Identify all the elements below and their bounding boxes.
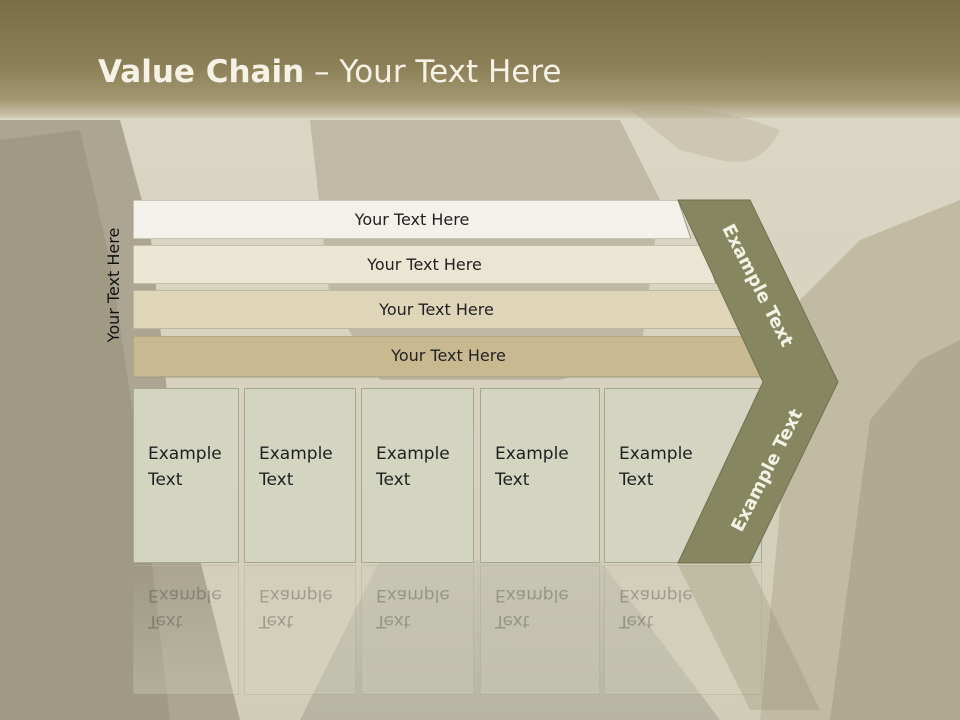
bar-label: Your Text Here [379, 300, 494, 319]
bar-shape [133, 290, 740, 329]
box-line-1: Example [259, 444, 333, 464]
support-box-2[interactable]: Example Text [244, 388, 356, 563]
support-box-3[interactable]: Example Text [361, 388, 474, 563]
box-line-2: Text [619, 470, 654, 490]
primary-activity-bar-4[interactable]: Your Text Here [133, 336, 764, 378]
chevron-reflection [678, 565, 820, 710]
side-label: Your Text Here [104, 227, 123, 343]
box-line-2: Text [495, 470, 530, 490]
primary-activity-bar-2[interactable]: Your Text Here [133, 245, 716, 284]
box-line-2: Text [148, 470, 183, 490]
box-line-2: Text [376, 470, 411, 490]
bar-shape [133, 245, 716, 284]
margin-chevron[interactable] [670, 195, 850, 575]
support-box-1[interactable]: Example Text [133, 388, 239, 563]
bar-label: Your Text Here [354, 210, 470, 229]
title-bar [0, 0, 960, 118]
support-box-4[interactable]: Example Text [480, 388, 600, 563]
box-line-1: Example [495, 444, 569, 464]
box-line-1: Example [619, 444, 693, 464]
box-line-2: Text [259, 470, 294, 490]
box-line-1: Example [376, 444, 450, 464]
page-title: Value Chain – Your Text Here [98, 54, 562, 90]
bar-shape [133, 336, 764, 378]
box-line-1: Example [148, 444, 222, 464]
bar-shape [133, 200, 691, 239]
bar-label: Your Text Here [391, 346, 506, 365]
primary-activity-bar-1[interactable]: Your Text Here [133, 200, 691, 239]
bar-label: Your Text Here [367, 255, 482, 274]
primary-activity-bar-3[interactable]: Your Text Here [133, 290, 740, 329]
